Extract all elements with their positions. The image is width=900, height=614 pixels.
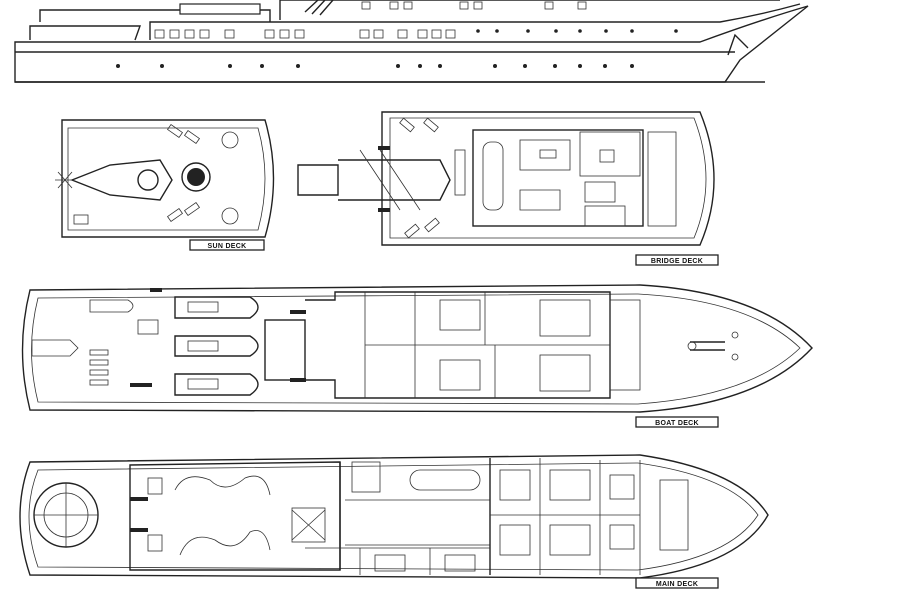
bridge-deck-label: BRIDGE DECK bbox=[651, 258, 703, 265]
bridge-deck-label-box bbox=[635, 254, 719, 266]
main-deck-label: MAIN DECK bbox=[656, 581, 698, 588]
side-profile bbox=[14, 0, 809, 83]
sun-deck-label: SUN DECK bbox=[208, 243, 247, 250]
bridge-deck: BRIDGE DECK bbox=[297, 111, 719, 266]
boat-deck-label: BOAT DECK bbox=[655, 420, 699, 427]
main-deck-label-box bbox=[635, 577, 719, 589]
profile-portholes bbox=[116, 29, 678, 68]
boat-deck: BOAT DECK bbox=[21, 284, 813, 428]
profile-windows bbox=[154, 1, 587, 39]
main-deck: MAIN DECK bbox=[19, 454, 769, 589]
boat-deck-label-box bbox=[635, 416, 719, 428]
sun-deck-label-box bbox=[189, 239, 265, 251]
sun-deck: SUN DECK bbox=[55, 119, 275, 251]
